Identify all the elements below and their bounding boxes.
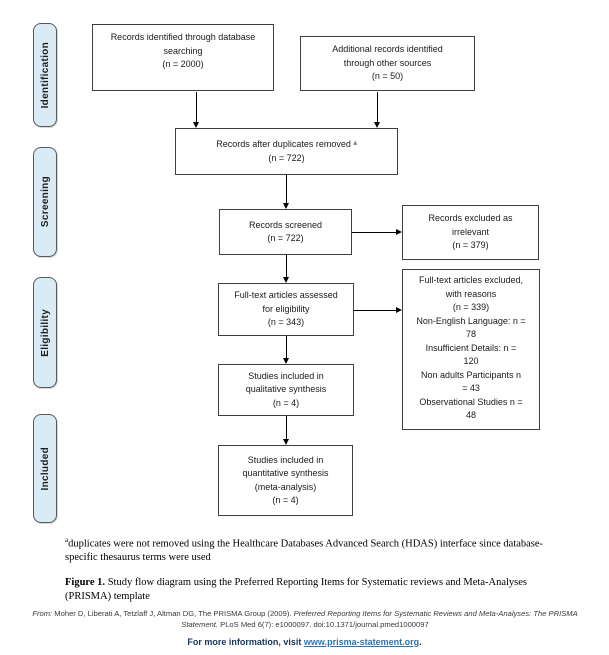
box-records-excluded: Records excluded as irrelevant (n = 379) (402, 205, 539, 260)
box-records-screened: Records screened (n = 722) (219, 209, 352, 255)
box-after-duplicates-removed-text: Records after duplicates removed ᵃ (n = … (216, 139, 357, 163)
box-quantitative-synthesis-text: Studies included in quantitative synthes… (242, 454, 329, 506)
figure-caption-text: Study flow diagram using the Preferred R… (65, 577, 528, 602)
arrow-screened-to-fulltext (283, 255, 289, 283)
box-additional-records-text: Additional records identified through ot… (332, 44, 443, 82)
box-records-identified-database: Records identified through database sear… (92, 24, 274, 91)
citation: From: Moher D, Liberati A, Tetzlaff J, A… (24, 608, 586, 631)
box-records-screened-text: Records screened (n = 722) (248, 219, 323, 244)
figure-caption: Figure 1. Study flow diagram using the P… (65, 576, 557, 604)
arrow-fulltext-to-excluded (354, 307, 402, 313)
footer-suffix: . (419, 637, 422, 647)
arrow-qualitative-to-quantitative (283, 416, 289, 445)
box-fulltext-excluded-text: Full-text articles excluded, with reason… (416, 275, 526, 420)
stage-included-label: Included (39, 446, 51, 491)
arrow-fulltext-to-qualitative (283, 336, 289, 364)
box-records-identified-database-text: Records identified through database sear… (110, 32, 256, 70)
box-quantitative-synthesis: Studies included in quantitative synthes… (218, 445, 353, 516)
footnote: aduplicates were not removed using the H… (65, 536, 573, 565)
stage-included: Included (33, 414, 57, 523)
stage-eligibility-label: Eligibility (39, 308, 51, 357)
citation-from-label: From: (32, 609, 53, 618)
footer-prefix: For more information, visit (187, 637, 302, 647)
stage-identification-label: Identification (39, 41, 51, 109)
stage-eligibility: Eligibility (33, 277, 57, 388)
arrow-other-sources-to-duplicates (374, 92, 380, 128)
prisma-statement-link[interactable]: www.prisma-statement.org (303, 637, 420, 647)
box-qualitative-synthesis: Studies included in qualitative synthesi… (218, 364, 354, 416)
arrow-duplicates-to-screened (283, 175, 289, 209)
box-fulltext-assessed-text: Full-text articles assessed for eligibil… (234, 290, 338, 328)
arrow-database-to-duplicates (193, 92, 199, 128)
arrow-screened-to-excluded (352, 229, 402, 235)
figure-caption-label: Figure 1. (65, 577, 106, 588)
citation-authors: Moher D, Liberati A, Tetzlaff J, Altman … (54, 609, 292, 618)
citation-rest: PLoS Med 6(7): e1000097. doi:10.1371/jou… (220, 620, 429, 630)
box-records-excluded-text: Records excluded as irrelevant (n = 379) (428, 213, 513, 251)
footnote-text: duplicates were not removed using the He… (65, 538, 544, 564)
box-after-duplicates-removed: Records after duplicates removed ᵃ (n = … (175, 128, 398, 175)
box-additional-records: Additional records identified through ot… (300, 36, 475, 91)
box-qualitative-synthesis-text: Studies included in qualitative synthesi… (245, 370, 327, 408)
citation-title: Preferred Reporting Items for Systematic… (181, 609, 578, 630)
box-fulltext-assessed: Full-text articles assessed for eligibil… (218, 283, 354, 336)
box-fulltext-excluded: Full-text articles excluded, with reason… (402, 269, 540, 430)
stage-identification: Identification (33, 23, 57, 127)
footnote-marker: a (65, 536, 69, 544)
stage-screening: Screening (33, 147, 57, 257)
stage-screening-label: Screening (39, 176, 51, 228)
footer-info-line: For more information, visit www.prisma-s… (0, 637, 609, 647)
